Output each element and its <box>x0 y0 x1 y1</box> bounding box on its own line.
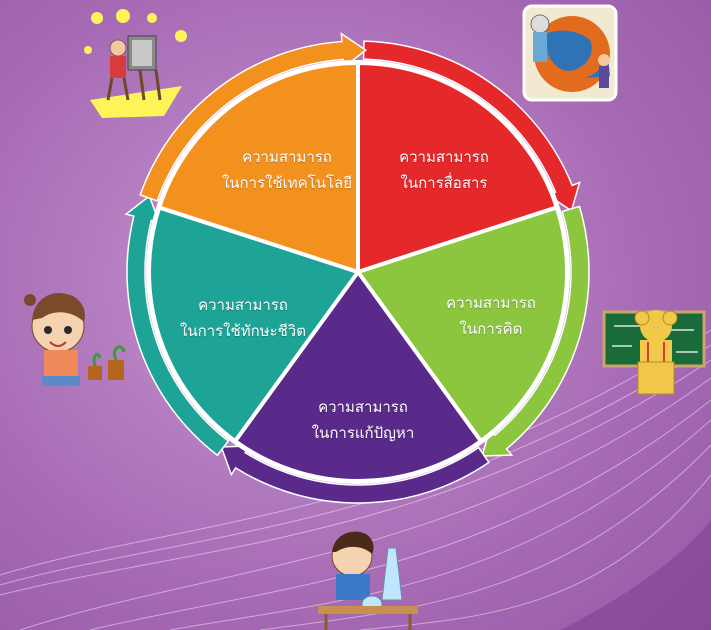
segment-label-line: ในการแก้ปัญหา <box>311 424 415 443</box>
segment-label-line: ในการใช้เทคโนโลยี <box>221 174 353 193</box>
segment-label-thinking: ความสามารถ ในการคิด <box>406 290 576 343</box>
corner-shade <box>560 520 711 630</box>
segment-label-problem-solving: ความสามารถ ในการแก้ปัญหา <box>278 394 448 447</box>
technology-illustration <box>84 9 187 118</box>
segment-label-line: ในการใช้ทักษะชีวิต <box>180 322 306 341</box>
segment-label-life-skills: ความสามารถ ในการใช้ทักษะชีวิต <box>158 292 328 345</box>
segment-label-line: ความสามารถ <box>399 148 489 166</box>
sector-communication <box>356 61 559 274</box>
segment-label-technology: ความสามารถ ในการใช้เทคโนโลยี <box>202 144 372 197</box>
segment-label-line: ความสามารถ <box>446 294 536 312</box>
segment-label-line: ความสามารถ <box>318 398 408 416</box>
arrow-band-technology <box>139 32 368 202</box>
sector-life-skills <box>147 205 360 444</box>
segment-label-line: ความสามารถ <box>242 148 332 166</box>
problem-solving-illustration <box>318 531 418 630</box>
segment-label-communication: ความสามารถ ในการสื่อสาร <box>359 144 529 197</box>
sector-thinking <box>356 205 569 444</box>
life-skills-illustration <box>24 293 126 386</box>
sector-problem-solving <box>233 270 483 483</box>
thinking-illustration <box>602 310 706 395</box>
sector-technology <box>157 61 360 274</box>
segment-label-line: ความสามารถ <box>198 296 288 314</box>
segment-label-line: ในการสื่อสาร <box>400 174 488 193</box>
communication-illustration <box>522 4 618 102</box>
segment-label-line: ในการคิด <box>459 320 523 339</box>
